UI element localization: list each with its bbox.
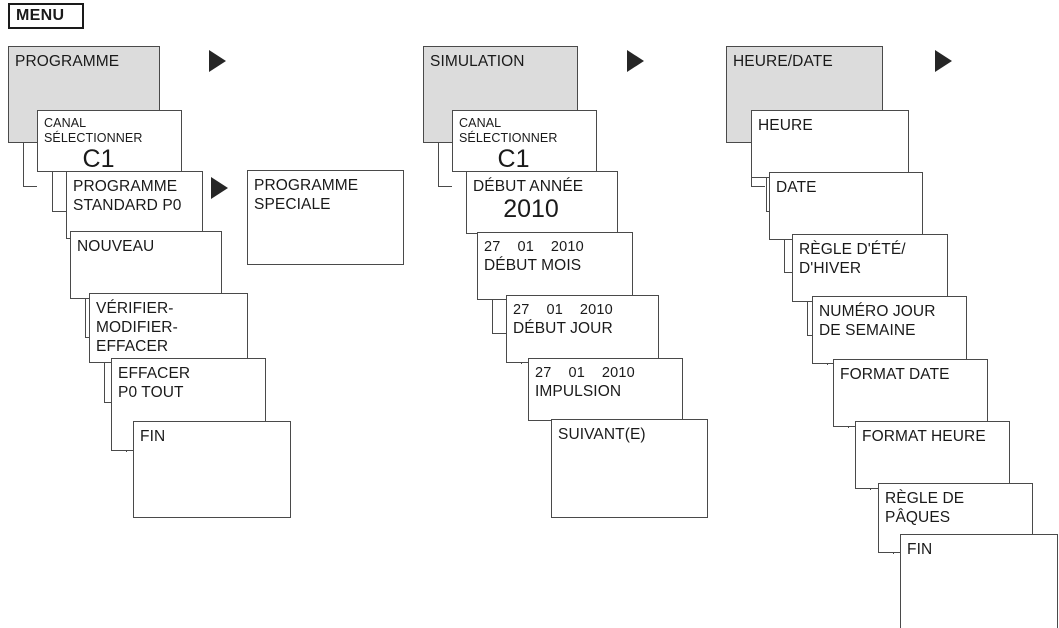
node-label: CANAL SÉLECTIONNER <box>459 116 558 145</box>
node-label: FIN <box>907 541 933 558</box>
connector-line <box>870 489 871 490</box>
connector-line <box>766 178 767 211</box>
node-fin-heure-date[interactable]: FIN <box>900 534 1058 628</box>
node-suivant[interactable]: SUIVANT(E) <box>551 419 708 518</box>
arrow-programme-standard-right <box>211 177 228 199</box>
node-label: RÈGLE D'ÉTÉ/ D'HIVER <box>799 241 906 277</box>
connector-line <box>438 186 452 187</box>
node-label: RÈGLE DE PÂQUES <box>885 490 965 526</box>
node-label: FORMAT DATE <box>840 366 950 383</box>
node-canal-selectionner-1[interactable]: CANAL SÉLECTIONNER C1 <box>37 110 182 173</box>
node-label: NOUVEAU <box>77 238 155 255</box>
node-debut-jour[interactable]: 27 01 2010 DÉBUT JOUR <box>506 295 659 363</box>
node-label: SIMULATION <box>430 53 525 70</box>
node-label: NUMÉRO JOUR DE SEMAINE <box>819 303 936 339</box>
node-heure[interactable]: HEURE <box>751 110 909 178</box>
node-value: C1 <box>497 145 530 173</box>
connector-line <box>807 302 808 335</box>
node-label: DÉBUT MOIS <box>484 257 582 274</box>
connector-line <box>52 172 53 211</box>
arrow-heure-date-right <box>935 50 952 72</box>
connector-line <box>52 211 66 212</box>
node-label: FIN <box>140 428 166 445</box>
connector-line <box>751 186 765 187</box>
connector-line <box>521 363 522 364</box>
node-impulsion[interactable]: 27 01 2010 IMPULSION <box>528 358 683 421</box>
node-label: DÉBUT JOUR <box>513 320 613 337</box>
node-date[interactable]: DATE <box>769 172 923 240</box>
arrow-simulation-right <box>627 50 644 72</box>
connector-line <box>104 363 105 402</box>
node-verifier-modifier-effacer[interactable]: VÉRIFIER-MODIFIER- EFFACER <box>89 293 248 363</box>
node-debut-annee[interactable]: DÉBUT ANNÉE 2010 <box>466 171 618 234</box>
node-date-value: 27 01 2010 <box>535 365 635 381</box>
connector-line <box>492 333 506 334</box>
node-nouveau[interactable]: NOUVEAU <box>70 231 222 299</box>
connector-line <box>784 272 798 273</box>
connector-line <box>85 299 86 337</box>
connector-line <box>23 186 37 187</box>
node-label: EFFACER P0 TOUT <box>118 365 191 401</box>
node-format-heure[interactable]: FORMAT HEURE <box>855 421 1010 489</box>
node-label: DÉBUT ANNÉE <box>473 178 584 195</box>
node-regle-ete-hiver[interactable]: RÈGLE D'ÉTÉ/ D'HIVER <box>792 234 948 302</box>
node-label: SUIVANT(E) <box>558 426 646 443</box>
node-label: IMPULSION <box>535 383 622 400</box>
node-programme-speciale[interactable]: PROGRAMME SPECIALE <box>247 170 404 265</box>
node-label: HEURE <box>758 117 813 134</box>
connector-line <box>438 143 439 186</box>
connector-line <box>827 364 828 365</box>
node-label: CANAL SÉLECTIONNER <box>44 116 143 145</box>
node-label: FORMAT HEURE <box>862 428 986 445</box>
connector-line <box>492 300 493 333</box>
node-numero-jour-semaine[interactable]: NUMÉRO JOUR DE SEMAINE <box>812 296 967 364</box>
connector-line <box>23 143 24 186</box>
node-label: DATE <box>776 179 817 196</box>
menu-button[interactable]: MENU <box>8 3 84 29</box>
node-date-value: 27 01 2010 <box>513 302 613 318</box>
node-programme-standard[interactable]: PROGRAMME STANDARD P0 <box>66 171 203 239</box>
node-label: HEURE/DATE <box>733 53 833 70</box>
connector-line <box>784 240 785 272</box>
node-fin-programme[interactable]: FIN <box>133 421 291 518</box>
connector-line <box>848 427 849 428</box>
connector-line <box>893 553 894 554</box>
node-debut-mois[interactable]: 27 01 2010 DÉBUT MOIS <box>477 232 633 300</box>
node-label: PROGRAMME <box>15 53 120 70</box>
node-label: PROGRAMME STANDARD P0 <box>73 178 182 214</box>
node-canal-selectionner-2[interactable]: CANAL SÉLECTIONNER C1 <box>452 110 597 173</box>
node-value: C1 <box>82 145 115 173</box>
connector-line <box>126 451 127 452</box>
node-label: VÉRIFIER-MODIFIER- EFFACER <box>96 300 178 355</box>
node-date-value: 27 01 2010 <box>484 239 584 255</box>
arrow-programme-right <box>209 50 226 72</box>
node-label: PROGRAMME SPECIALE <box>254 177 359 213</box>
node-format-date[interactable]: FORMAT DATE <box>833 359 988 427</box>
node-value: 2010 <box>503 195 559 223</box>
